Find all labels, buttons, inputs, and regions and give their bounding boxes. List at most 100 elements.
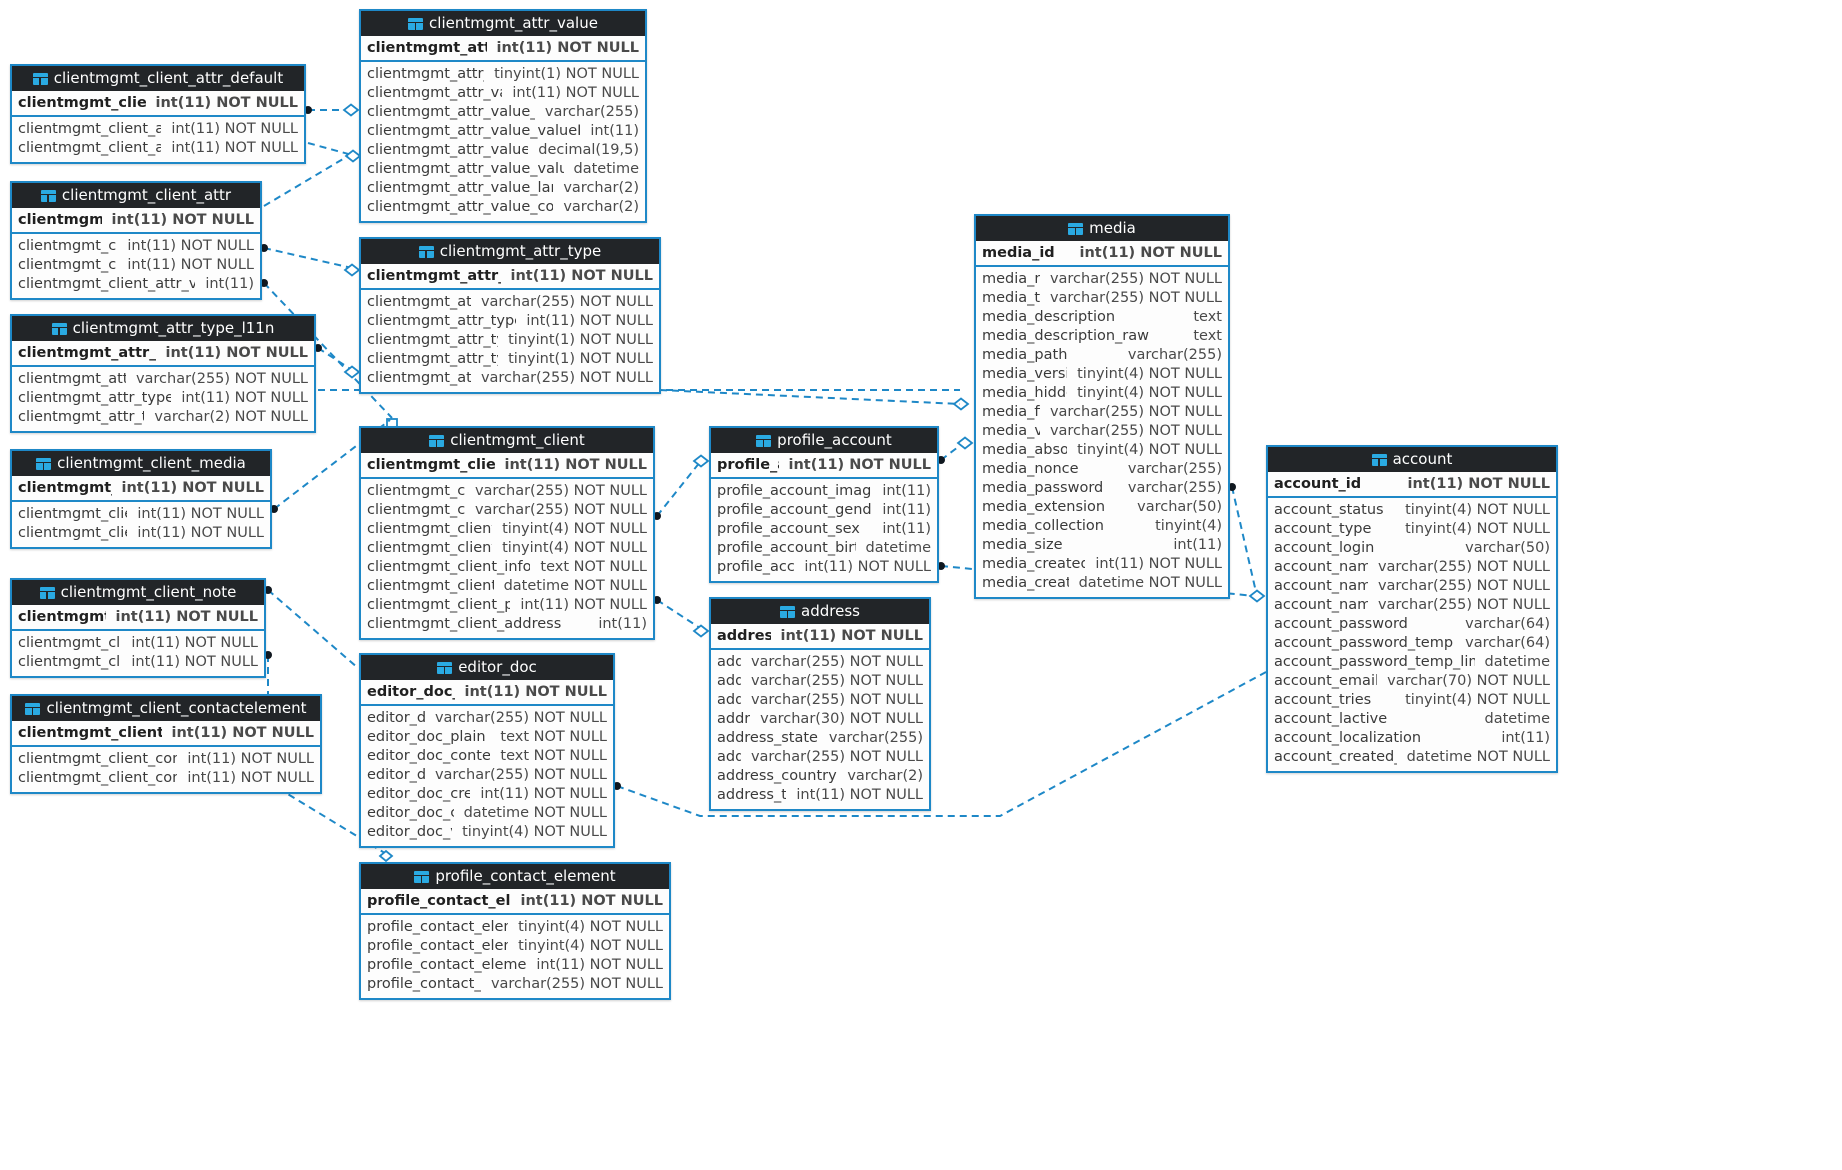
column-row[interactable]: clientmgmt_client_created_atdatetime NOT… <box>361 577 653 596</box>
column-row[interactable]: media_created_byint(11) NOT NULL <box>976 555 1228 574</box>
column-row[interactable]: clientmgmt_attr_value_valueDatdatetime <box>361 160 645 179</box>
column-row[interactable]: editor_doc_visibletinyint(4) NOT NULL <box>361 823 613 842</box>
column-row[interactable]: clientmgmt_client_novarchar(255) NOT NUL… <box>361 482 653 501</box>
column-row[interactable]: clientmgmt_client_profileint(11) NOT NUL… <box>361 596 653 615</box>
column-row[interactable]: media_namevarchar(255) NOT NULL <box>976 270 1228 289</box>
column-row[interactable]: clientmgmt_client_attr_default_typeint(1… <box>12 120 304 139</box>
column-row[interactable]: account_name2varchar(255) NOT NULL <box>1268 577 1556 596</box>
column-row[interactable]: editor_doc_created_byint(11) NOT NULL <box>361 785 613 804</box>
column-row[interactable]: address_namevarchar(255) NOT NULL <box>711 653 929 672</box>
column-row[interactable]: media_virtualvarchar(255) NOT NULL <box>976 422 1228 441</box>
primary-key-row[interactable]: clientmgmt_client_contactelement_idint(1… <box>12 721 320 745</box>
column-row[interactable]: editor_doc_created_atdatetime NOT NULL <box>361 804 613 823</box>
column-row[interactable]: media_filevarchar(255) NOT NULL <box>976 403 1228 422</box>
column-row[interactable]: profile_contact_element_contentvarchar(2… <box>361 975 669 994</box>
column-row[interactable]: media_absolutetinyint(4) NOT NULL <box>976 441 1228 460</box>
column-row[interactable]: account_created_atdatetime NOT NULL <box>1268 748 1556 767</box>
primary-key-row[interactable]: clientmgmt_client_attr_default_idint(11)… <box>12 91 304 115</box>
column-row[interactable]: clientmgmt_client_media_dstint(11) NOT N… <box>12 505 270 524</box>
column-row[interactable]: clientmgmt_client_contactelement_dstint(… <box>12 750 320 769</box>
column-row[interactable]: clientmgmt_attr_value_valueStrvarchar(25… <box>361 103 645 122</box>
column-row[interactable]: address_addressvarchar(255) NOT NULL <box>711 691 929 710</box>
column-row[interactable]: clientmgmt_attr_type_customtinyint(1) NO… <box>361 331 659 350</box>
column-row[interactable]: media_hiddentinyint(4) NOT NULL <box>976 384 1228 403</box>
column-row[interactable]: profile_contact_element_subtypetinyint(4… <box>361 937 669 956</box>
column-row[interactable]: clientmgmt_client_note_dstint(11) NOT NU… <box>12 634 264 653</box>
column-row[interactable]: address_additionvarchar(255) NOT NULL <box>711 672 929 691</box>
column-row[interactable]: media_created_atdatetime NOT NULL <box>976 574 1228 593</box>
column-row[interactable]: editor_doc_contenttext NOT NULL <box>361 747 613 766</box>
table-clientmgmt_client_attr[interactable]: clientmgmt_client_attrclientmgmt_client_… <box>10 181 262 300</box>
column-row[interactable]: account_name3varchar(255) NOT NULL <box>1268 596 1556 615</box>
column-row[interactable]: clientmgmt_client_contactelement_srcint(… <box>12 769 320 788</box>
column-row[interactable]: clientmgmt_attr_type_fieldsint(11) NOT N… <box>361 312 659 331</box>
column-row[interactable]: clientmgmt_attr_value_defaulttinyint(1) … <box>361 65 645 84</box>
table-clientmgmt_client_note[interactable]: clientmgmt_client_noteclientmgmt_client_… <box>10 578 266 678</box>
column-row[interactable]: clientmgmt_client_note_srcint(11) NOT NU… <box>12 653 264 672</box>
column-row[interactable]: clientmgmt_attr_type_l11n_titlevarchar(2… <box>12 370 314 389</box>
column-row[interactable]: clientmgmt_client_attr_default_valueint(… <box>12 139 304 158</box>
table-clientmgmt_attr_type[interactable]: clientmgmt_attr_typeclientmgmt_attr_type… <box>359 237 661 394</box>
column-row[interactable]: editor_doc_virtualvarchar(255) NOT NULL <box>361 766 613 785</box>
column-row[interactable]: clientmgmt_attr_type_requiredtinyint(1) … <box>361 350 659 369</box>
column-row[interactable]: clientmgmt_client_no_reversevarchar(255)… <box>361 501 653 520</box>
column-row[interactable]: profile_contact_element_orderint(11) NOT… <box>361 956 669 975</box>
table-clientmgmt_client[interactable]: clientmgmt_clientclientmgmt_client_idint… <box>359 426 655 640</box>
table-clientmgmt_attr_value[interactable]: clientmgmt_attr_valueclientmgmt_attr_val… <box>359 9 647 223</box>
table-clientmgmt_client_media[interactable]: clientmgmt_client_mediaclientmgmt_client… <box>10 449 272 549</box>
column-row[interactable]: clientmgmt_attr_type_patternvarchar(255)… <box>361 369 659 388</box>
column-row[interactable]: clientmgmt_attr_type_namevarchar(255) NO… <box>361 293 659 312</box>
column-row[interactable]: clientmgmt_client_attr_valueint(11) <box>12 275 260 294</box>
column-row[interactable]: address_cityvarchar(255) NOT NULL <box>711 748 929 767</box>
column-row[interactable]: editor_doc_titlevarchar(255) NOT NULL <box>361 709 613 728</box>
column-row[interactable]: clientmgmt_attr_type_l11n_langvarchar(2)… <box>12 408 314 427</box>
